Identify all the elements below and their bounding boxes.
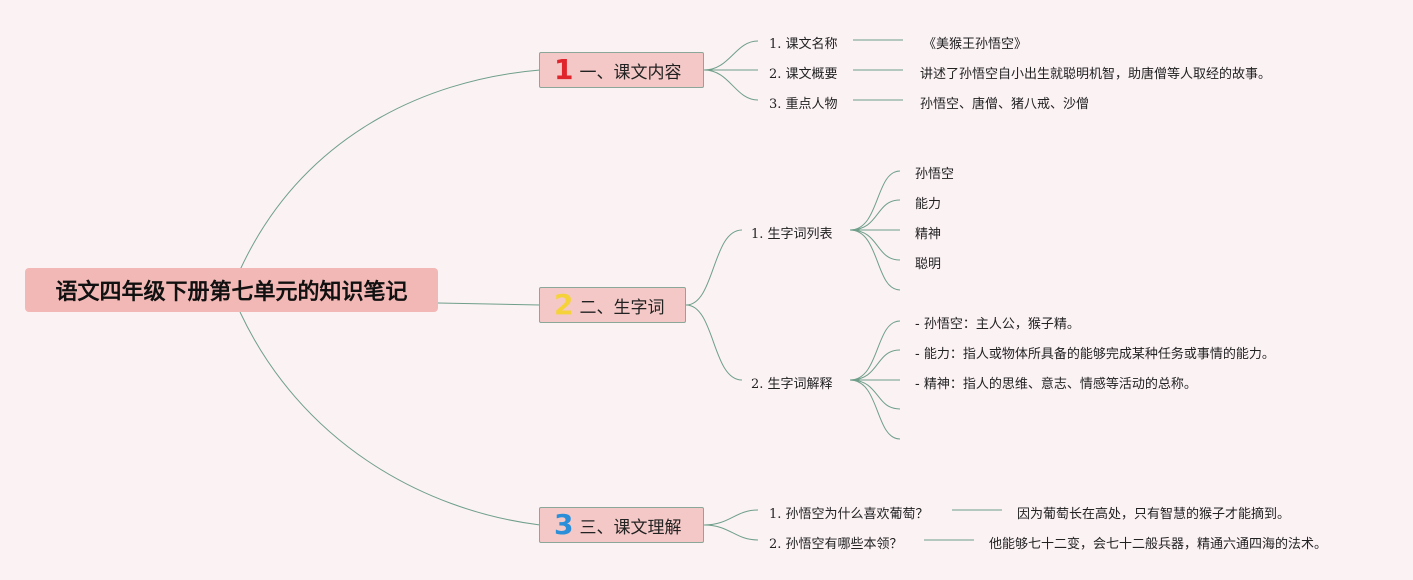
branch-topic-2[interactable]: 2 二、生字词 bbox=[539, 287, 686, 323]
leaf-2-2-3[interactable]: - 精神：指人的思维、意志、情感等活动的总称。 bbox=[915, 377, 1197, 392]
link-root-branch2 bbox=[437, 302, 541, 306]
subtopic-1-1[interactable]: 1. 课文名称 bbox=[769, 37, 838, 52]
leaf-2-2-2[interactable]: - 能力：指人或物体所具备的能够完成某种任务或事情的能力。 bbox=[915, 347, 1275, 362]
subtopic-2-1[interactable]: 1. 生字词列表 bbox=[751, 227, 833, 242]
number-badge-1: 1 bbox=[554, 53, 574, 86]
link-root-branch3 bbox=[239, 311, 541, 526]
leaf-1-3[interactable]: 孙悟空、唐僧、猪八戒、沙僧 bbox=[920, 97, 1090, 112]
branch-topic-3[interactable]: 3 三、课文理解 bbox=[539, 507, 704, 543]
leaf-1-2[interactable]: 讲述了孙悟空自小出生就聪明机智，助唐僧等人取经的故事。 bbox=[920, 67, 1272, 82]
root-topic[interactable]: 语文四年级下册第七单元的知识笔记 bbox=[25, 268, 438, 312]
leaf-2-2-1[interactable]: - 孙悟空：主人公，猴子精。 bbox=[915, 317, 1080, 332]
leaf-2-1-4[interactable]: 聪明 bbox=[915, 257, 942, 272]
leaf-3-1[interactable]: 因为葡萄长在高处，只有智慧的猴子才能摘到。 bbox=[1017, 507, 1291, 522]
leaf-2-1-1[interactable]: 孙悟空 bbox=[915, 167, 955, 182]
leaf-2-1-3[interactable]: 精神 bbox=[915, 227, 942, 242]
subtopic-3-2[interactable]: 2. 孙悟空有哪些本领？ bbox=[769, 537, 903, 552]
number-badge-3: 3 bbox=[554, 508, 574, 541]
branch-label: 一、课文内容 bbox=[579, 62, 682, 83]
leaf-3-2[interactable]: 他能够七十二变，会七十二般兵器，精通六通四海的法术。 bbox=[989, 537, 1328, 552]
number-badge-2: 2 bbox=[554, 288, 574, 321]
branch-label: 二、生字词 bbox=[579, 297, 665, 318]
subtopic-1-3[interactable]: 3. 重点人物 bbox=[769, 97, 838, 112]
subtopic-2-2[interactable]: 2. 生字词解释 bbox=[751, 377, 833, 392]
leaf-2-1-2[interactable]: 能力 bbox=[915, 197, 942, 212]
link-root-branch1 bbox=[239, 69, 541, 271]
subtopic-3-1[interactable]: 1. 孙悟空为什么喜欢葡萄？ bbox=[769, 507, 929, 522]
branch-topic-1[interactable]: 1 一、课文内容 bbox=[539, 52, 704, 88]
leaf-1-1[interactable]: 《美猴王孙悟空》 bbox=[923, 37, 1028, 52]
subtopic-1-2[interactable]: 2. 课文概要 bbox=[769, 67, 838, 82]
branch-label: 三、课文理解 bbox=[579, 517, 682, 538]
